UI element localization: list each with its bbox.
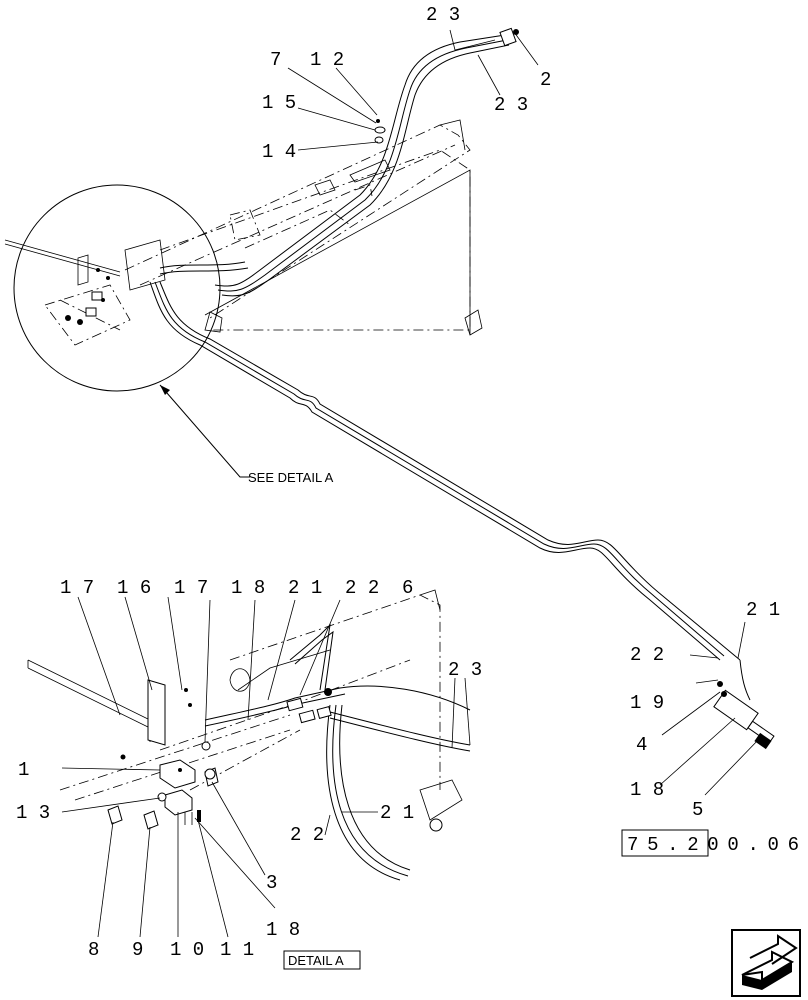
detail-a-assembly <box>27 589 471 881</box>
callout-15: 1 5 <box>262 92 296 114</box>
callout-11: 1 1 <box>220 939 254 961</box>
callout-2: 2 <box>540 69 551 91</box>
leader-lines <box>61 29 761 938</box>
callouts-top: 2 3 7 1 2 2 2 3 1 5 1 4 <box>262 4 551 163</box>
callout-9: 9 <box>132 939 143 961</box>
reference-number-box: 75.200.06 <box>621 829 799 857</box>
reference-number: 75.200.06 <box>627 834 799 856</box>
callout-18-right: 1 8 <box>630 779 664 801</box>
callout-12: 1 2 <box>310 49 344 71</box>
callout-10: 1 0 <box>170 939 204 961</box>
callout-21-right: 2 1 <box>746 599 780 621</box>
hose-21-22-long <box>149 281 751 701</box>
callout-18-detail: 1 8 <box>266 919 300 941</box>
detail-a-label-box: DETAIL A <box>283 950 361 970</box>
detail-a-label: DETAIL A <box>288 953 344 968</box>
callout-23-right: 2 3 <box>494 94 528 116</box>
callout-8: 8 <box>88 939 99 961</box>
callout-7: 7 <box>270 49 281 71</box>
callout-3: 3 <box>266 872 277 894</box>
detail-a-circle <box>4 184 221 392</box>
callouts-detail: 1 7 1 6 1 7 1 8 2 1 2 2 6 2 3 1 1 3 2 2 … <box>16 577 482 961</box>
callout-23-detail: 2 3 <box>448 659 482 681</box>
see-detail-a-label: SEE DETAIL A <box>248 470 334 485</box>
callouts-right: 2 1 2 2 1 9 4 1 8 5 <box>630 599 780 821</box>
next-page-arrow-icon[interactable] <box>731 929 801 997</box>
callout-5: 5 <box>692 799 703 821</box>
fittings-7-12-15-14 <box>374 119 386 144</box>
callout-23-top: 2 3 <box>426 4 460 26</box>
boom-frame-assembly <box>124 119 483 336</box>
callout-4: 4 <box>636 734 647 756</box>
callout-detail-top-row: 1 7 1 6 1 7 1 8 2 1 2 2 6 <box>60 577 413 599</box>
callout-19: 1 9 <box>630 692 664 714</box>
callout-14: 1 4 <box>262 141 296 163</box>
hydraulic-cylinder-part-18 <box>713 681 775 750</box>
callout-13: 1 3 <box>16 802 50 824</box>
callout-22-detail: 2 2 <box>290 824 324 846</box>
hose-23-upper <box>159 27 519 297</box>
callout-1: 1 <box>18 759 29 781</box>
see-detail-leader <box>159 384 250 478</box>
callout-22-right: 2 2 <box>630 644 664 666</box>
callout-21-detail: 2 1 <box>380 802 414 824</box>
